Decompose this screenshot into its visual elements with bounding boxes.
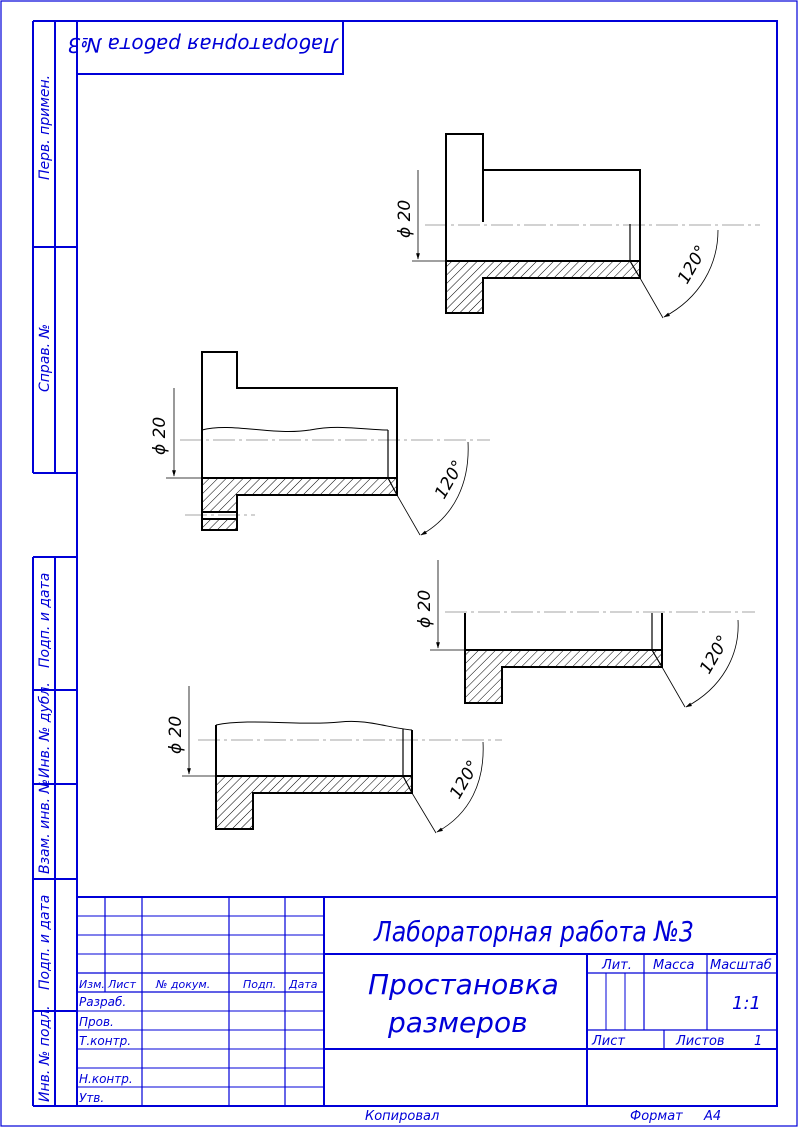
part-1-angle: 120° <box>674 242 712 287</box>
doc-title: Лабораторная работа №3 <box>373 915 694 948</box>
part-4-angle: 120° <box>446 757 484 802</box>
col-list: Лист <box>107 978 136 991</box>
col-data: Дата <box>288 978 318 991</box>
top-label-box <box>76 20 344 75</box>
doc-name-line-1: Простановка <box>368 968 559 1001</box>
row-tkontr: Т.контр. <box>79 1034 131 1048</box>
footer-format-label: Формат <box>630 1109 683 1124</box>
footer-copied: Копировал <box>365 1109 439 1124</box>
part-1: ϕ 20 120° <box>395 133 760 319</box>
part-2-angle: 120° <box>431 457 469 502</box>
sheets-label: Листов <box>675 1034 725 1049</box>
row-razrab: Разраб. <box>79 995 126 1009</box>
col-izm: Изм. <box>79 978 105 991</box>
side-label-podp-data-1: Подп. и дата <box>37 573 53 668</box>
doc-name-line-2: размеров <box>387 1006 528 1039</box>
side-label-inv-dubl: Инв. № дубл. <box>37 682 53 778</box>
row-prov: Пров. <box>79 1015 114 1029</box>
side-label-podp-data-2: Подп. и дата <box>37 895 53 990</box>
side-label-vzam-inv: Взам. инв. № <box>37 779 53 874</box>
sheets-value: 1 <box>754 1034 762 1049</box>
top-label-text: Лабораторная работа №3 <box>68 33 339 57</box>
side-label-sprav-no: Справ. № <box>37 324 53 392</box>
part-1-diameter: ϕ 20 <box>395 200 415 238</box>
scale-value: 1:1 <box>732 993 761 1014</box>
main-frame <box>76 20 778 1107</box>
footer-format-value: A4 <box>703 1109 721 1124</box>
part-2-diameter: ϕ 20 <box>150 417 170 455</box>
part-3-diameter: ϕ 20 <box>415 590 435 628</box>
row-nkontr: Н.контр. <box>79 1072 133 1086</box>
part-4-diameter: ϕ 20 <box>166 716 186 754</box>
part-3-angle: 120° <box>696 632 734 677</box>
part-2: ϕ 20 120° <box>150 351 490 536</box>
side-label-inv-podl: Инв. № подл. <box>37 1005 53 1102</box>
lit-label: Лит. <box>601 958 632 973</box>
part-3: ϕ 20 120° <box>415 560 755 708</box>
col-doc-no: № докум. <box>155 978 210 991</box>
part-4: ϕ 20 120° <box>166 686 502 834</box>
side-label-perv-primen: Перв. примен. <box>37 75 53 180</box>
sheet-label: Лист <box>591 1034 625 1049</box>
masshtab-label: Масштаб <box>710 958 772 973</box>
title-block <box>77 896 777 1106</box>
row-utv: Утв. <box>79 1091 104 1105</box>
col-podp: Подп. <box>243 978 276 991</box>
massa-label: Масса <box>653 958 694 973</box>
left-strip <box>32 20 77 1107</box>
